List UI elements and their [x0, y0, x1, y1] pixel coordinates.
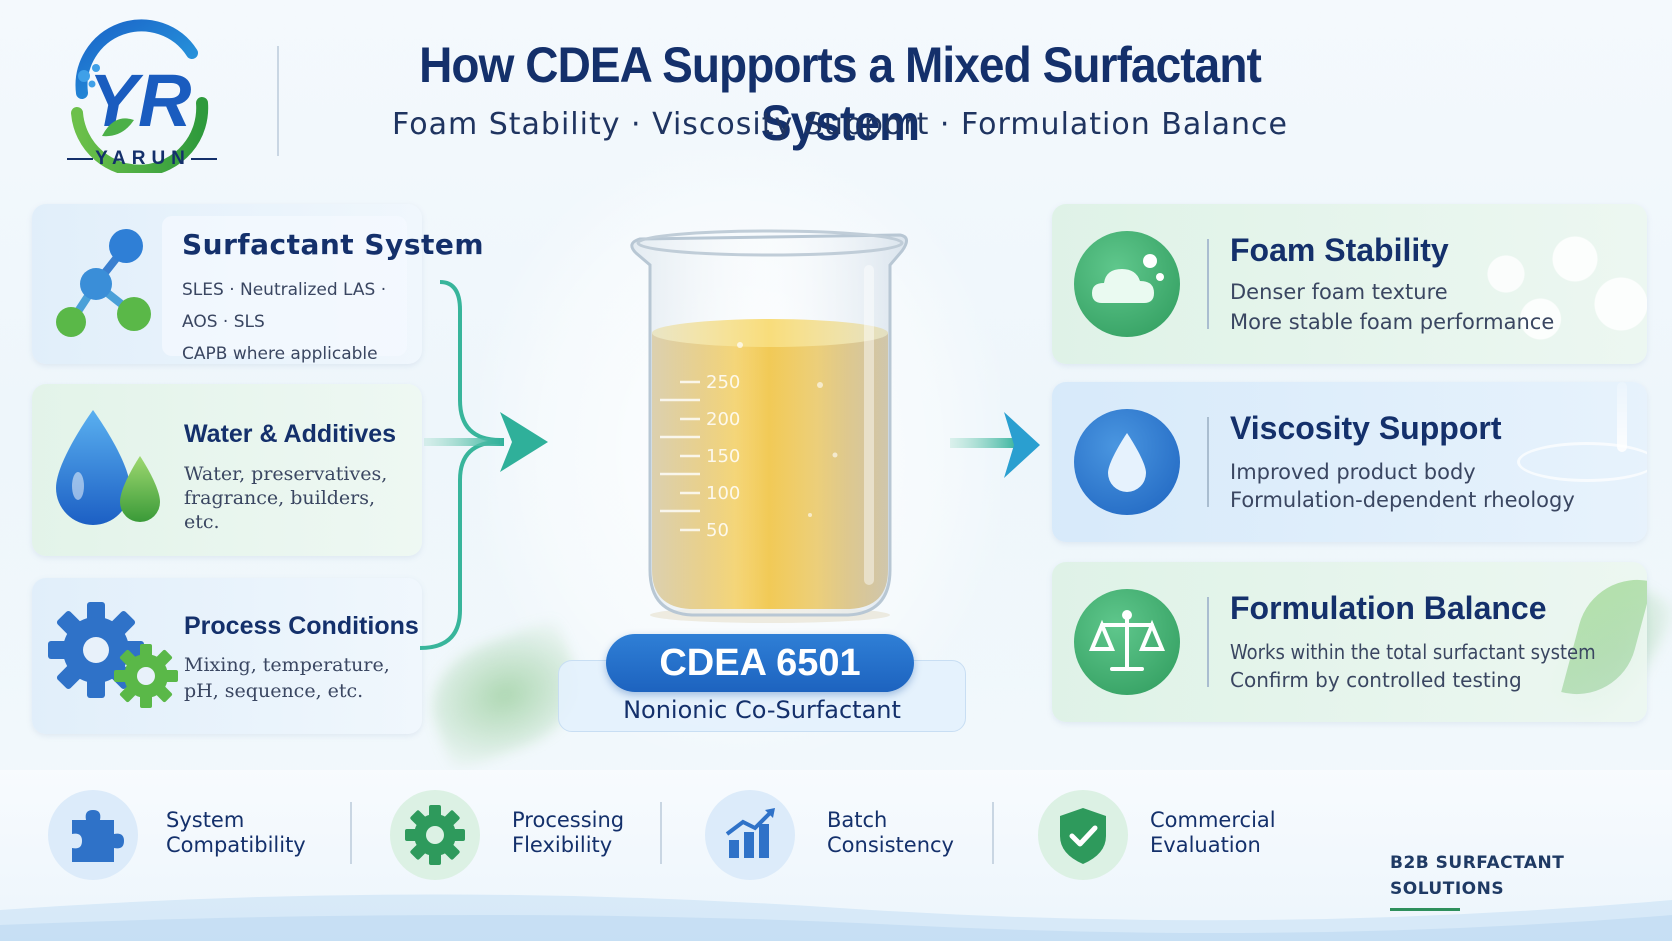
puzzle-icon [48, 790, 138, 880]
brand-wordmark: YARUN [52, 148, 232, 170]
card-inner-panel [162, 216, 407, 356]
input-card-process-conditions: Process Conditions Mixing, temperature, … [32, 578, 422, 734]
beaker-illustration: 250 200 150 100 50 [630, 229, 908, 623]
outcome-card-text: Denser foam texture [1230, 280, 1448, 304]
header-divider [277, 46, 279, 156]
benefit-divider [350, 802, 352, 864]
tagline: B2B SURFACTANT SOLUTIONS [1390, 853, 1565, 899]
outcome-card-title: Viscosity Support [1230, 410, 1502, 446]
page-title: How CDEA Supports a Mixed Surfactant Sys… [419, 37, 1262, 151]
input-card-text: Water, preservatives, fragrance, builder… [184, 463, 388, 533]
card-divider [1207, 597, 1209, 687]
benefit-system-compatibility: System Compatibility [48, 790, 338, 880]
beaker-mark: 100 [706, 483, 740, 504]
card-divider [1207, 239, 1209, 329]
card-divider [1207, 417, 1209, 507]
water-ripple-decoration [1517, 442, 1647, 482]
svg-text:YR: YR [89, 59, 192, 142]
input-card-surfactant-system: Surfactant System SLES · Neutralized LAS… [32, 204, 484, 364]
water-drops-icon [56, 410, 160, 525]
water-splash-decoration [1617, 382, 1627, 452]
shield-check-icon [1038, 790, 1128, 880]
foam-cloud-icon [1074, 231, 1180, 337]
beaker-mark: 150 [706, 446, 740, 467]
outcome-card-text: More stable foam performance [1230, 310, 1555, 334]
flow-arrow-right [1004, 412, 1040, 478]
benefit-label: System Compatibility [166, 808, 306, 857]
input-card-text: Mixing, temperature, pH, sequence, etc. [184, 654, 390, 702]
benefit-label: Batch Consistency [827, 808, 954, 857]
beaker-mark: 250 [706, 372, 740, 393]
balance-scale-icon [1074, 589, 1180, 695]
tagline-underline [1390, 908, 1460, 911]
outcome-card-title: Formulation Balance [1230, 590, 1547, 626]
benefit-processing-flexibility: Processing Flexibility [390, 790, 670, 880]
yarun-logo: YR [71, 19, 209, 173]
outcome-card-text: Formulation-dependent rheology [1230, 488, 1575, 512]
gear-icon [390, 790, 480, 880]
benefit-divider [660, 802, 662, 864]
input-card-water-additives: Water & Additives Water, preservatives, … [32, 384, 422, 556]
benefit-label: Processing Flexibility [512, 808, 625, 857]
input-card-title: Process Conditions [184, 612, 419, 640]
benefit-label: Commercial Evaluation [1150, 808, 1276, 857]
page-subtitle: Foam Stability · Viscosity Support · For… [392, 107, 1288, 142]
foam-decoration [1437, 214, 1647, 364]
outcome-card-foam-stability: Foam Stability Denser foam texture More … [1052, 204, 1647, 364]
bar-chart-icon [705, 790, 795, 880]
benefit-divider [992, 802, 994, 864]
product-name-badge: CDEA 6501 [606, 634, 914, 692]
benefit-commercial-evaluation: Commercial Evaluation [1038, 790, 1318, 880]
beaker-mark: 50 [706, 520, 729, 541]
outcome-card-text: Works within the total surfactant system [1230, 640, 1596, 664]
wave-decoration [0, 894, 1672, 941]
benefit-batch-consistency: Batch Consistency [705, 790, 985, 880]
outcome-card-text: Improved product body [1230, 460, 1476, 484]
molecule-icon [56, 229, 151, 337]
outcome-card-text: Confirm by controlled testing [1230, 668, 1522, 692]
outcome-card-viscosity-support: Viscosity Support Improved product body … [1052, 382, 1647, 542]
input-card-title: Surfactant System [182, 228, 485, 261]
outcome-card-formulation-balance: Formulation Balance Works within the tot… [1052, 562, 1647, 722]
beaker-mark: 200 [706, 409, 740, 430]
leaf-decoration [1561, 566, 1647, 708]
gears-icon [48, 602, 178, 708]
water-drop-icon [1074, 409, 1180, 515]
input-card-title: Water & Additives [184, 420, 397, 448]
outcome-card-title: Foam Stability [1230, 232, 1449, 268]
input-card-text: SLES · Neutralized LAS · AOS · SLS CAPB … [182, 280, 387, 364]
